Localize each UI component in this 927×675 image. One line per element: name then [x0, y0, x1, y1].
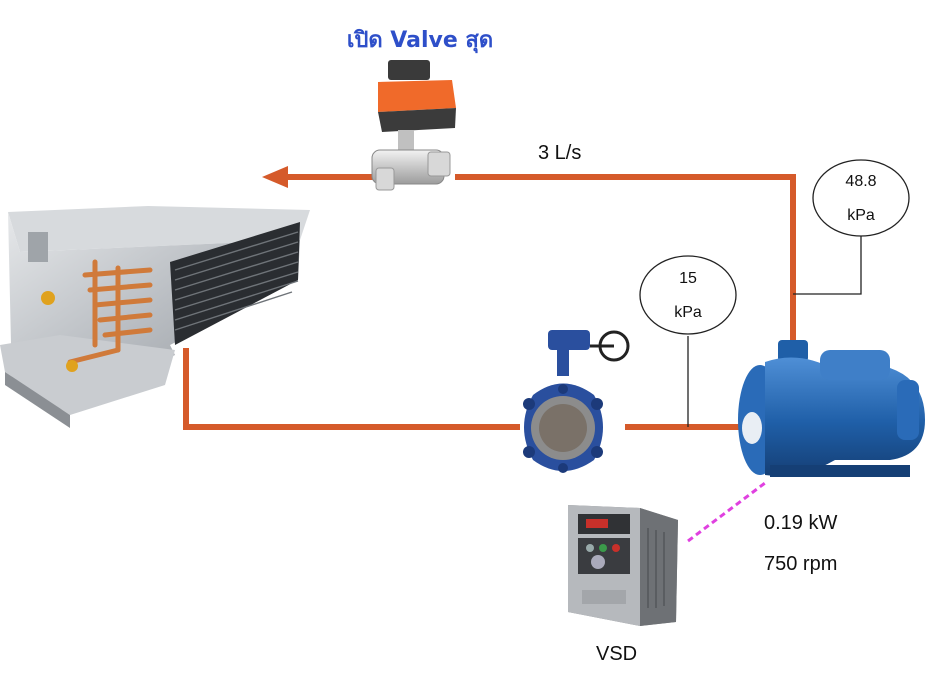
pipe-network: [183, 174, 796, 430]
pressure-top-value: 48.8: [845, 173, 876, 190]
centrifugal-pump-icon: [738, 340, 925, 477]
return-pipe: [183, 348, 520, 430]
pressure-mid-value: 15: [679, 270, 697, 287]
butterfly-valve-icon: [523, 330, 630, 473]
pump-power-label: 0.19 kW: [764, 512, 838, 534]
pressure-top-unit: kPa: [847, 207, 875, 224]
vsd-drive-icon: [568, 505, 678, 626]
vsd-signal-line: [687, 481, 766, 543]
ahu-unit-icon: [0, 206, 310, 428]
motorized-valve-icon: [371, 60, 456, 191]
pressure-top-bubble: 48.8 kPa: [812, 159, 910, 237]
pump-speed-label: 750 rpm: [764, 553, 838, 575]
pressure-top-leader: [793, 234, 862, 295]
flow-arrow-icon: [262, 166, 288, 188]
supply-pipe: [455, 174, 796, 342]
pressure-mid-bubble: 15 kPa: [639, 255, 737, 335]
vsd-label: VSD: [596, 643, 638, 665]
flow-rate-label: 3 L/s: [538, 142, 582, 164]
pressure-mid-unit: kPa: [674, 304, 702, 321]
diagram-title: เปิด Valve สุด: [346, 28, 494, 53]
